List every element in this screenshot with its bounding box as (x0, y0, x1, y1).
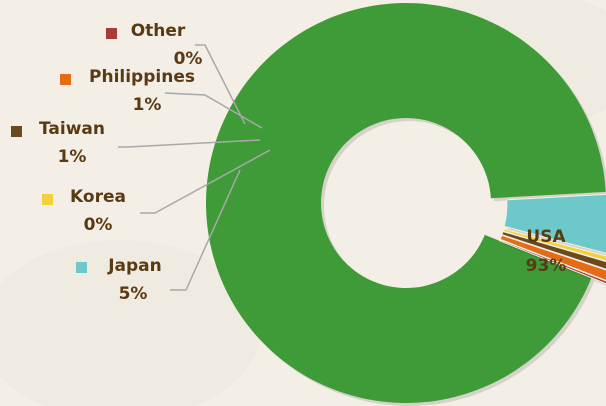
label-name-usa: USA (526, 227, 566, 247)
leader-line-taiwan (118, 139, 261, 148)
label-marker-taiwan (11, 126, 22, 137)
slice-philippines (499, 234, 606, 282)
slice-shadow-other (502, 242, 606, 286)
slice-korea (502, 228, 606, 262)
slices-group (205, 2, 606, 406)
label-value-other: 0% (174, 49, 203, 69)
slice-usa (205, 2, 606, 404)
label-name-taiwan: Taiwan (39, 119, 105, 139)
label-value-philippines: 1% (133, 95, 162, 115)
label-marker-other (106, 28, 117, 39)
label-marker-japan (76, 262, 87, 273)
label-value-korea: 0% (84, 215, 113, 235)
label-value-usa: 93% (526, 256, 567, 276)
leader-line-other (195, 44, 246, 125)
leader-line-philippines (164, 92, 263, 129)
slice-other (499, 239, 606, 285)
labels-group: USA 93% Japan 5% Korea 0% Taiwan 1% Philippines 1… (11, 21, 566, 304)
leader-line-korea (140, 149, 271, 214)
label-value-japan: 5% (119, 284, 148, 304)
label-name-other: Other (131, 21, 186, 41)
label-marker-korea (42, 194, 53, 205)
slice-taiwan (501, 230, 606, 270)
label-value-taiwan: 1% (58, 147, 87, 167)
label-name-korea: Korea (70, 187, 126, 207)
label-marker-philippines (60, 74, 71, 85)
label-name-japan: Japan (107, 256, 162, 276)
slice-japan (503, 193, 606, 254)
label-name-philippines: Philippines (89, 67, 195, 87)
leader-lines-group (118, 44, 271, 291)
leader-line-japan (170, 169, 241, 291)
